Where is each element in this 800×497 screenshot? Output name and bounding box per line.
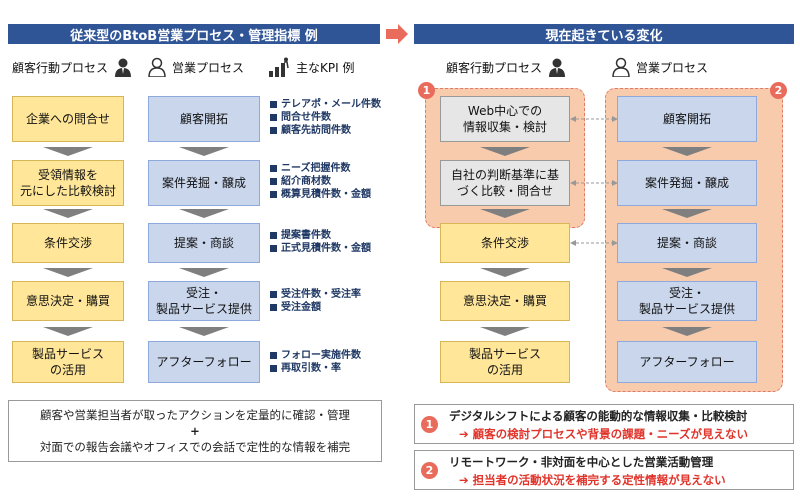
kpi-item: 受注金額 (270, 301, 382, 314)
left-col-kpi-label: 主なKPI 例 (296, 60, 355, 75)
badge-2: 2 (770, 82, 787, 99)
kpi-item: 顧客先訪問件数 (270, 124, 382, 137)
kpi-item: 正式見積件数・金額 (270, 242, 382, 255)
change-1-badge: 1 (421, 416, 438, 433)
change-2-box: 2 リモートワーク・非対面を中心とした営業活動管理 ➔ 担当者の活動状況を補完す… (414, 450, 794, 490)
right-sales-step-5: アフターフォロー (617, 341, 757, 383)
kpi-item: 再取引数・率 (270, 362, 382, 375)
left-customer-arrow-4 (43, 327, 93, 336)
left-customer-step-4: 意思決定・購買 (12, 281, 124, 321)
left-header: 従来型のBtoB営業プロセス・管理指標 例 (8, 24, 380, 44)
kpi-item: 提案書件数 (270, 229, 382, 242)
right-customer-arrow-3 (480, 268, 530, 277)
left-col-customer: 顧客行動プロセス (12, 56, 142, 78)
right-sales-arrow-1 (662, 147, 712, 156)
kpi-group-4: 受注件数・受注率 受注金額 (270, 288, 382, 314)
kpi-item: 概算見積件数・金額 (270, 188, 382, 201)
left-summary-box: 顧客や営業担当者が取ったアクションを定量的に確認・管理 + 対面での報告会議やオ… (8, 400, 382, 462)
right-col-customer-label: 顧客行動プロセス (446, 60, 543, 75)
left-col-sales: 営業プロセス (148, 56, 268, 78)
kpi-item: 紹介商材数 (270, 175, 382, 188)
sales-person-icon (612, 57, 630, 77)
right-customer-step-3: 条件交渉 (440, 223, 570, 263)
kpi-item: 問合せ件数 (270, 111, 382, 124)
kpi-group-1: テレアポ・メール件数 問合せ件数 顧客先訪問件数 (270, 98, 382, 137)
left-sales-step-4: 受注・ 製品サービス提供 (148, 281, 260, 321)
change-1-title: デジタルシフトによる顧客の能動的な情報収集・比較検討 (449, 409, 748, 423)
kpi-item: フォロー実施件数 (270, 349, 382, 362)
kpi-group-3: 提案書件数 正式見積件数・金額 (270, 229, 382, 255)
customer-person-icon (548, 57, 566, 77)
left-customer-arrow-1 (43, 147, 93, 156)
chart-climb-icon (268, 57, 290, 77)
left-customer-step-1: 企業への問合せ (12, 96, 124, 142)
left-sales-arrow-4 (179, 327, 229, 336)
change-2-result: ➔ 担当者の活動状況を補完する定性情報が見えない (459, 473, 726, 487)
left-sales-arrow-3 (179, 268, 229, 277)
right-customer-step-1: Web中心での 情報収集・検討 (440, 96, 570, 142)
left-customer-arrow-2 (43, 209, 93, 218)
left-customer-step-5: 製品サービス の活用 (12, 341, 124, 383)
summary-plus: + (190, 424, 200, 438)
left-sales-step-3: 提案・商談 (148, 223, 260, 263)
left-col-customer-label: 顧客行動プロセス (12, 60, 109, 75)
left-sales-step-5: アフターフォロー (148, 341, 260, 383)
right-sales-step-1: 顧客開拓 (617, 96, 757, 142)
right-sales-step-3: 提案・商談 (617, 223, 757, 263)
left-sales-step-1: 顧客開拓 (148, 96, 260, 142)
sales-person-icon (148, 57, 166, 77)
left-sales-arrow-2 (179, 209, 229, 218)
transition-arrow-icon (386, 24, 408, 44)
right-customer-step-5: 製品サービス の活用 (440, 341, 570, 383)
left-customer-arrow-3 (43, 268, 93, 277)
badge-1: 1 (418, 82, 435, 99)
right-customer-arrow-4 (480, 327, 530, 336)
change-2-badge: 2 (421, 462, 438, 479)
left-sales-step-2: 案件発掘・醸成 (148, 160, 260, 206)
kpi-item: ニーズ把握件数 (270, 162, 382, 175)
kpi-group-2: ニーズ把握件数 紹介商材数 概算見積件数・金額 (270, 162, 382, 201)
right-sales-arrow-4 (662, 327, 712, 336)
change-2-title: リモートワーク・非対面を中心とした営業活動管理 (449, 455, 714, 469)
right-sales-arrow-3 (662, 268, 712, 277)
summary-line-2: 対面での報告会議やオフィスでの会話で定性的な情報を補完 (39, 440, 351, 454)
left-customer-step-2: 受領情報を 元にした比較検討 (12, 160, 124, 206)
change-1-result: ➔ 顧客の検討プロセスや背景の課題・ニーズが見えない (459, 427, 749, 441)
right-sales-step-4: 受注・ 製品サービス提供 (617, 281, 757, 321)
kpi-item: テレアポ・メール件数 (270, 98, 382, 111)
right-customer-step-4: 意思決定・購買 (440, 281, 570, 321)
kpi-item: 受注件数・受注率 (270, 288, 382, 301)
right-col-sales-label: 営業プロセス (636, 60, 709, 75)
right-col-customer: 顧客行動プロセス (446, 56, 586, 78)
right-customer-arrow-2 (480, 209, 530, 218)
summary-line-1: 顧客や営業担当者が取ったアクションを定量的に確認・管理 (40, 408, 350, 422)
right-header: 現在起きている変化 (414, 24, 794, 44)
right-col-sales: 営業プロセス (612, 56, 742, 78)
right-sales-step-2: 案件発掘・醸成 (617, 160, 757, 206)
customer-person-icon (114, 57, 132, 77)
right-sales-arrow-2 (662, 209, 712, 218)
connector-lines (570, 116, 618, 246)
left-sales-arrow-1 (179, 147, 229, 156)
left-col-sales-label: 営業プロセス (172, 60, 245, 75)
left-col-kpi: 主なKPI 例 (268, 56, 378, 78)
change-1-box: 1 デジタルシフトによる顧客の能動的な情報収集・比較検討 ➔ 顧客の検討プロセス… (414, 404, 794, 444)
right-customer-arrow-1 (480, 147, 530, 156)
right-customer-step-2: 自社の判断基準に基 づく比較・問合せ (440, 160, 570, 206)
kpi-group-5: フォロー実施件数 再取引数・率 (270, 349, 382, 375)
left-customer-step-3: 条件交渉 (12, 223, 124, 263)
